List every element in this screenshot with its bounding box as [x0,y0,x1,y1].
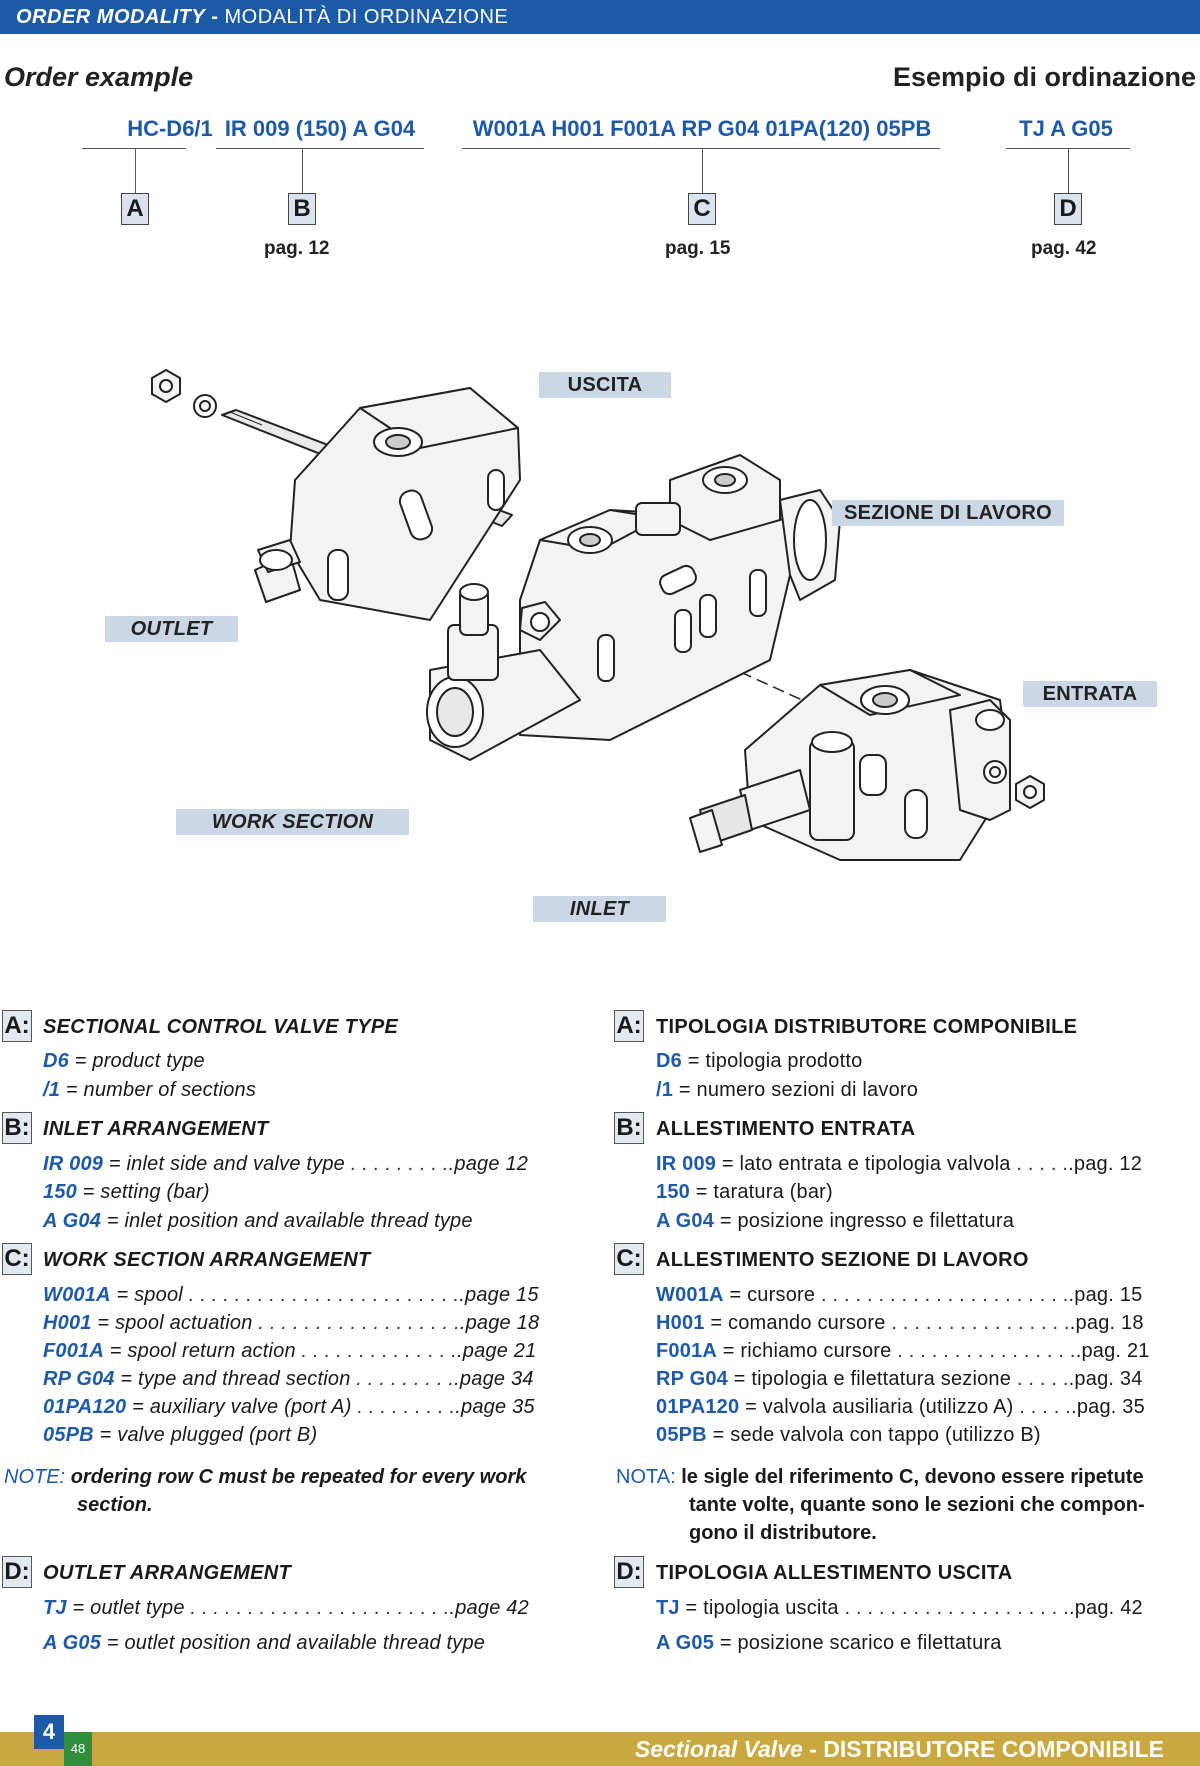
header-title: ORDER MODALITY - MODALITÀ DI ORDINAZIONE [0,6,508,28]
en-title-d: OUTLET ARRANGEMENT [43,1562,291,1584]
it-row-c-1: H001 = comando cursore . . . . . . . . .… [656,1312,1144,1334]
it-letter-c: C: [614,1243,644,1275]
en-row-d-0: TJ = outlet type . . . . . . . . . . . .… [43,1597,529,1619]
en-letter-c: C: [2,1243,32,1275]
en-row-c-5: 05PB = valve plugged (port B) [43,1424,318,1446]
en-note: NOTE: ordering row C must be repeated fo… [4,1463,526,1519]
label-entrata: ENTRATA [1023,681,1157,707]
it-row-c-5: 05PB = sede valvola con tappo (utilizzo … [656,1424,1041,1446]
it-title-b: ALLESTIMENTO ENTRATA [656,1118,916,1140]
page-ref-c: pag. 15 [665,238,731,259]
page-ref-d: pag. 42 [1031,238,1097,259]
page-number: 4 [34,1715,64,1749]
code-underline-a [82,148,186,149]
it-row-d-1: A G05 = posizione scarico e filettatura [656,1632,1002,1654]
it-note: NOTA: le sigle del riferimento C, devono… [616,1463,1145,1547]
letter-box-a: A [121,193,149,225]
label-sezione-di-lavoro: SEZIONE DI LAVORO [832,500,1064,526]
en-title-a: SECTIONAL CONTROL VALVE TYPE [43,1016,399,1038]
code-c: W001A H001 F001A RP G04 01PA(120) 05PB [472,116,932,141]
en-row-c-2: F001A = spool return action . . . . . . … [43,1340,537,1362]
inlet-cover [689,669,1011,861]
it-note-label: NOTA: [616,1466,676,1488]
leader-b [302,149,303,193]
letter-box-d: D [1054,193,1082,225]
en-title-c: WORK SECTION ARRANGEMENT [43,1249,371,1271]
footer-bar [0,1732,1200,1766]
footer-title-en: Sectional Valve [634,1736,803,1762]
it-row-c-0: W001A = cursore . . . . . . . . . . . . … [656,1284,1143,1306]
en-row-d-1: A G05 = outlet position and available th… [43,1632,486,1654]
label-outlet: OUTLET [105,616,238,642]
en-row-a-0: D6 = product type [43,1050,205,1072]
it-title-a: TIPOLOGIA DISTRIBUTORE COMPONIBILE [656,1016,1078,1038]
en-row-b-1: 150 = setting (bar) [43,1181,210,1203]
footer-title-it: DISTRIBUTORE COMPONIBILE [823,1736,1164,1762]
en-row-c-4: 01PA120 = auxiliary valve (port A) . . .… [43,1396,535,1418]
code-d: TJ A G05 [1019,116,1113,141]
code-underline-b [216,148,424,149]
page-number-small: 48 [64,1732,92,1766]
en-note-line1: ordering row C must be repeated for ever… [70,1466,527,1488]
it-note-line1: le sigle del riferimento C, devono esser… [681,1466,1144,1488]
it-row-a-0: D6 = tipologia prodotto [656,1050,863,1072]
it-title-d: TIPOLOGIA ALLESTIMENTO USCITA [656,1562,1013,1584]
it-letter-a: A: [614,1010,644,1042]
it-row-b-2: A G04 = posizione ingresso e filettatura [656,1210,1015,1232]
en-row-c-3: RP G04 = type and thread section . . . .… [43,1368,534,1390]
en-note-label: NOTE: [4,1466,66,1488]
letter-box-c: C [688,193,716,225]
en-letter-b: B: [2,1112,32,1144]
en-letter-a: A: [2,1010,32,1042]
leader-a [135,149,136,193]
it-row-b-1: 150 = taratura (bar) [656,1181,833,1203]
esempio-heading: Esempio di ordinazione [892,62,1196,92]
code-b: IR 009 (150) A G04 [224,116,416,141]
label-uscita: USCITA [539,372,671,398]
page-ref-b: pag. 12 [264,238,330,259]
it-row-c-2: F001A = richiamo cursore . . . . . . . .… [656,1340,1150,1362]
it-note-line3: gono il distributore. [689,1522,877,1544]
en-row-c-1: H001 = spool actuation . . . . . . . . .… [43,1312,540,1334]
header-separator: - [211,6,219,28]
it-row-b-0: IR 009 = lato entrata e tipologia valvol… [656,1153,1143,1175]
letter-box-b: B [288,193,316,225]
it-row-a-1: /1 = numero sezioni di lavoro [656,1079,919,1101]
footer-title: Sectional Valve - DISTRIBUTORE COMPONIBI… [635,1736,1164,1763]
outlet-nut-icon [151,369,181,403]
it-row-c-4: 01PA120 = valvola ausiliaria (utilizzo A… [656,1396,1145,1418]
leader-c [702,149,703,193]
en-row-a-1: /1 = number of sections [43,1079,257,1101]
footer-separator: - [809,1736,817,1762]
code-a: HC-D6/1 [127,116,213,141]
it-row-d-0: TJ = tipologia uscita . . . . . . . . . … [656,1597,1143,1619]
label-inlet: INLET [533,896,666,922]
it-title-c: ALLESTIMENTO SEZIONE DI LAVORO [656,1249,1029,1271]
header-title-it: MODALITÀ DI ORDINAZIONE [224,6,509,28]
leader-d [1068,149,1069,193]
en-row-b-2: A G04 = inlet position and available thr… [43,1210,473,1232]
en-row-b-0: IR 009 = inlet side and valve type . . .… [43,1153,529,1175]
en-note-line2: section. [77,1494,153,1516]
it-letter-d: D: [614,1556,644,1588]
header-title-en: ORDER MODALITY [16,6,206,28]
it-row-c-3: RP G04 = tipologia e filettatura sezione… [656,1368,1143,1390]
code-underline-c [462,148,940,149]
code-underline-d [1006,148,1130,149]
en-row-c-0: W001A = spool . . . . . . . . . . . . . … [43,1284,539,1306]
header-bar: ORDER MODALITY - MODALITÀ DI ORDINAZIONE [0,0,1200,34]
it-letter-b: B: [614,1112,644,1144]
inlet-nut-icon [1015,775,1045,809]
outlet-cover [254,387,521,621]
valve-exploded-drawing [151,369,1045,861]
label-work-section: WORK SECTION [176,809,409,835]
en-letter-d: D: [2,1556,32,1588]
it-note-line2: tante volte, quante sono le sezioni che … [689,1494,1145,1516]
en-title-b: INLET ARRANGEMENT [43,1118,269,1140]
order-example-heading: Order example [4,62,194,92]
work-section [426,454,841,761]
